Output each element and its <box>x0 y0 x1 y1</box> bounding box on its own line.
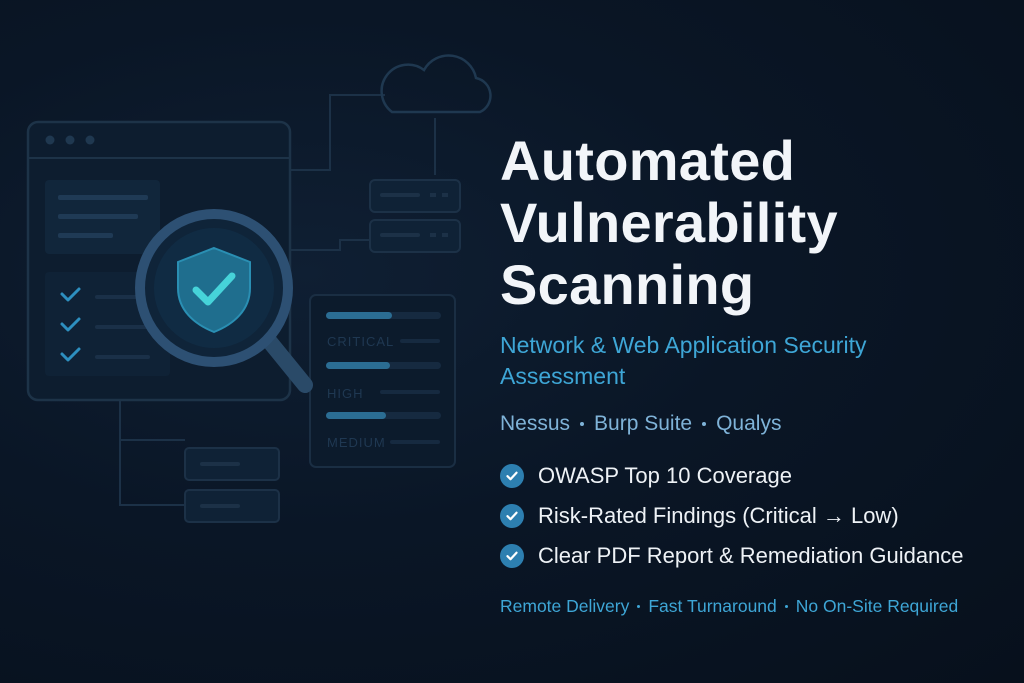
check-circle-icon <box>500 464 524 488</box>
title-line: Vulnerability <box>500 191 838 254</box>
feature-label: Risk-Rated Findings (Critical → Low) <box>538 503 899 528</box>
subtitle-line: Assessment <box>500 363 626 389</box>
tool-qualys: Qualys <box>716 412 782 435</box>
feature-item: Clear PDF Report & Remediation Guidance <box>500 536 1020 576</box>
tools-list: Nessus Burp Suite Qualys <box>500 410 1020 438</box>
severity-label-medium: MEDIUM <box>327 435 386 450</box>
check-circle-icon <box>500 504 524 528</box>
title-line: Automated <box>500 129 796 192</box>
feature-item: OWASP Top 10 Coverage <box>500 456 1020 496</box>
cloud-icon <box>380 54 492 114</box>
separator-dot <box>702 422 707 426</box>
shield-check-icon <box>177 246 251 334</box>
tool-burp-suite: Burp Suite <box>594 412 693 435</box>
title-line: Scanning <box>500 253 755 316</box>
subtitle-line: Network & Web Application Security <box>500 332 867 358</box>
server-icon <box>369 179 461 253</box>
severity-label-high: HIGH <box>327 386 364 401</box>
separator-dot <box>784 605 788 608</box>
footer-item: Fast Turnaround <box>648 596 777 616</box>
hero-content: Automated Vulnerability Scanning Network… <box>500 130 1020 617</box>
footer-item: Remote Delivery <box>500 596 630 616</box>
page-title: Automated Vulnerability Scanning <box>500 130 1020 316</box>
security-illustration: CRITICAL HIGH MEDIUM <box>26 54 492 523</box>
feature-label: Clear PDF Report & Remediation Guidance <box>538 543 964 568</box>
check-circle-icon <box>500 544 524 568</box>
severity-panel: CRITICAL HIGH MEDIUM <box>309 294 456 468</box>
separator-dot <box>637 605 641 608</box>
feature-label: OWASP Top 10 Coverage <box>538 463 792 488</box>
features-list: OWASP Top 10 Coverage Risk-Rated Finding… <box>500 456 1020 576</box>
feature-item: Risk-Rated Findings (Critical → Low) <box>500 496 1020 536</box>
subtitle: Network & Web Application Security Asses… <box>500 330 1020 392</box>
separator-dot <box>580 422 585 426</box>
tool-nessus: Nessus <box>500 412 571 435</box>
severity-label-critical: CRITICAL <box>327 334 394 349</box>
footer-item: No On-Site Required <box>795 596 959 616</box>
footer-tagline: Remote Delivery Fast Turnaround No On-Si… <box>500 596 1020 617</box>
